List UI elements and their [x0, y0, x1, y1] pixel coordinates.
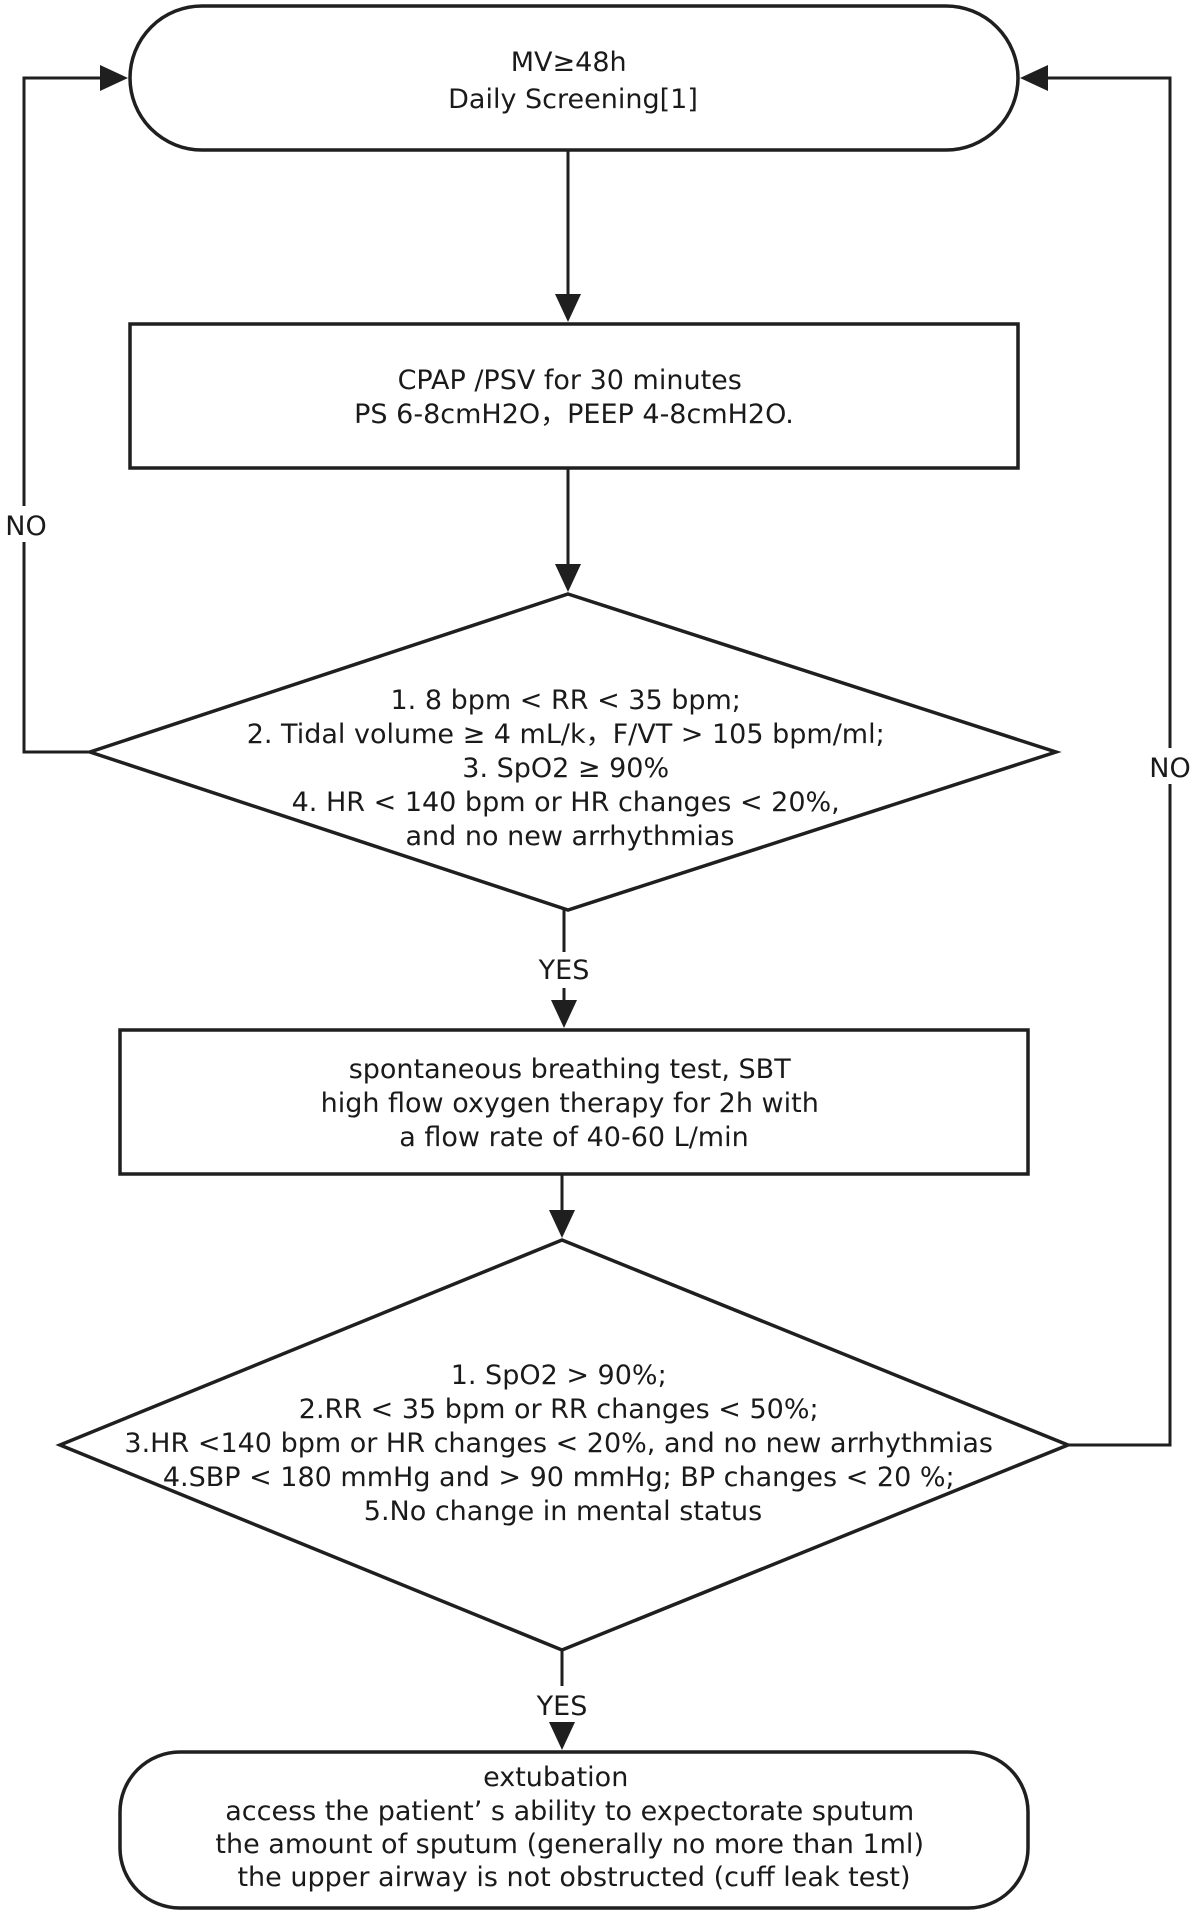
cpap-node: [128, 322, 1020, 470]
label-gap: [1146, 748, 1194, 784]
decision-1-line: 2. Tidal volume ≥ 4 mL/k，F/VT > 105 bpm/…: [247, 719, 885, 750]
end-node-line: the upper airway is not obstructed (cuff…: [237, 1862, 910, 1893]
arrow-down-icon: [555, 564, 581, 592]
cpap-node-line: CPAP /PSV for 30 minutes: [398, 365, 742, 396]
decision-1-line: 4. HR < 140 bpm or HR changes < 20%,: [292, 787, 840, 818]
label-gap: [4, 506, 48, 542]
start-node: [128, 4, 1020, 152]
decision-2-line: 5.No change in mental status: [364, 1496, 762, 1527]
decision-node-1: [84, 592, 1062, 912]
edge-label-yes-2: YES: [536, 1691, 588, 1722]
edge-label-no-right: NO: [1149, 753, 1190, 784]
sbt-node-line: a flow rate of 40-60 L/min: [399, 1122, 748, 1153]
sbt-node: [118, 1028, 1030, 1176]
start-node-text: MV≥48h Daily Screening[1]: [448, 47, 698, 115]
edge-decision-1-no-loop: [22, 76, 104, 754]
decision-1-line: and no new arrhythmias: [406, 821, 735, 852]
arrow-down-icon: [549, 1722, 575, 1750]
decision-1-line: 1. 8 bpm < RR < 35 bpm;: [391, 685, 741, 716]
decision-2-line: 4.SBP < 180 mmHg and > 90 mmHg; BP chang…: [163, 1462, 955, 1493]
sbt-node-line: high flow oxygen therapy for 2h with: [321, 1088, 819, 1119]
arrow-down-icon: [555, 294, 581, 322]
arrow-right-icon: [100, 65, 128, 91]
arrow-down-icon: [549, 1210, 575, 1238]
cpap-node-text: CPAP /PSV for 30 minutes PS 6-8cmH2O，PEE…: [354, 365, 794, 430]
decision-2-line: 1. SpO2 > 90%;: [451, 1360, 667, 1391]
edge-label-no-left: NO: [5, 511, 46, 542]
arrow-down-icon: [551, 1000, 577, 1028]
start-node-line: Daily Screening[1]: [448, 84, 698, 115]
end-node: [118, 1750, 1030, 1910]
end-node-line: the amount of sputum (generally no more …: [215, 1829, 924, 1860]
edge-label-yes-1: YES: [538, 955, 590, 986]
decision-1-text: 1. 8 bpm < RR < 35 bpm; 2. Tidal volume …: [247, 685, 894, 852]
sbt-node-text: spontaneous breathing test, SBT high flo…: [321, 1054, 828, 1153]
arrow-left-icon: [1020, 65, 1048, 91]
start-node-line: MV≥48h: [511, 47, 627, 78]
sbt-node-line: spontaneous breathing test, SBT: [349, 1054, 791, 1085]
end-node-text: extubation access the patient’ s ability…: [215, 1762, 932, 1893]
end-node-line: access the patient’ s ability to expecto…: [225, 1796, 914, 1827]
decision-2-text: 1. SpO2 > 90%; 2.RR < 35 bpm or RR chang…: [124, 1360, 1001, 1527]
decision-2-line: 3.HR <140 bpm or HR changes < 20%, and n…: [124, 1428, 993, 1459]
decision-2-line: 2.RR < 35 bpm or RR changes < 50%;: [299, 1394, 819, 1425]
decision-1-line: 3. SpO2 ≥ 90%: [462, 753, 669, 784]
cpap-node-line: PS 6-8cmH2O，PEEP 4-8cmH2O.: [354, 399, 794, 430]
end-node-line: extubation: [483, 1762, 628, 1793]
